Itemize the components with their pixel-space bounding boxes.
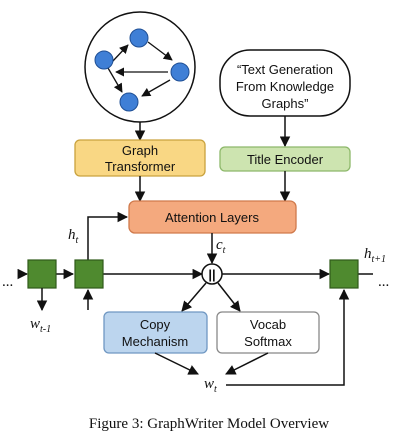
concat-symbol: || <box>208 267 215 282</box>
ellipsis-left: ... <box>2 274 13 290</box>
title-encoder-box: Title Encoder <box>219 146 351 172</box>
arrow-wt-to-next-cell <box>226 288 350 386</box>
copy-mechanism-box: Copy Mechanism <box>103 311 208 354</box>
title-bubble-line1: “Text Generation <box>237 62 333 77</box>
label-c-t: ct <box>216 237 226 256</box>
label-w-t-minus-1: wt-1 <box>30 316 51 335</box>
copy-mechanism-label-line2: Mechanism <box>122 334 188 349</box>
decoder-cell-next <box>329 259 359 289</box>
graph-edge <box>111 44 129 63</box>
attention-layers-box: Attention Layers <box>128 200 297 234</box>
arrow-vocab-to-wt <box>225 352 269 375</box>
concat-circle <box>201 263 223 285</box>
vocab-softmax-label-line1: Vocab <box>250 317 286 332</box>
label-h-t-plus-1: ht+1 <box>364 246 386 265</box>
graph-node <box>119 92 139 112</box>
copy-mechanism-label-line1: Copy <box>140 317 171 332</box>
decoder-cell-current <box>74 259 104 289</box>
decoder-cell-prev <box>27 259 57 289</box>
title-bubble-line2: From Knowledge <box>236 79 334 94</box>
arrow-concat-to-copy <box>181 282 207 312</box>
graph-edge <box>141 79 171 97</box>
title-bubble-line3: Graphs” <box>262 96 309 111</box>
arrow-ht-to-attention <box>87 211 129 262</box>
graph-transformer-box: Graph Transformer <box>74 139 206 177</box>
figure-caption: Figure 3: GraphWriter Model Overview <box>89 416 329 432</box>
graph-node <box>94 50 114 70</box>
graph-node <box>129 28 149 48</box>
ellipsis-right: ... <box>378 274 389 290</box>
title-bubble: “Text Generation From Knowledge Graphs” <box>219 49 351 117</box>
arrow-concat-to-vocab <box>217 282 241 312</box>
attention-layers-label: Attention Layers <box>165 210 259 225</box>
graph-transformer-label-line2: Transformer <box>105 159 176 174</box>
graph-node <box>170 62 190 82</box>
knowledge-graph <box>84 11 196 123</box>
graph-edge <box>107 67 123 93</box>
arrow-copy-to-wt <box>154 352 199 375</box>
vocab-softmax-label-line2: Softmax <box>244 334 292 349</box>
graph-edge <box>147 41 173 61</box>
vocab-softmax-box: Vocab Softmax <box>216 311 320 354</box>
label-w-t: wt <box>204 376 217 395</box>
graph-transformer-label-line1: Graph <box>122 143 158 158</box>
title-encoder-label: Title Encoder <box>247 152 324 167</box>
label-h-t: ht <box>68 227 79 246</box>
